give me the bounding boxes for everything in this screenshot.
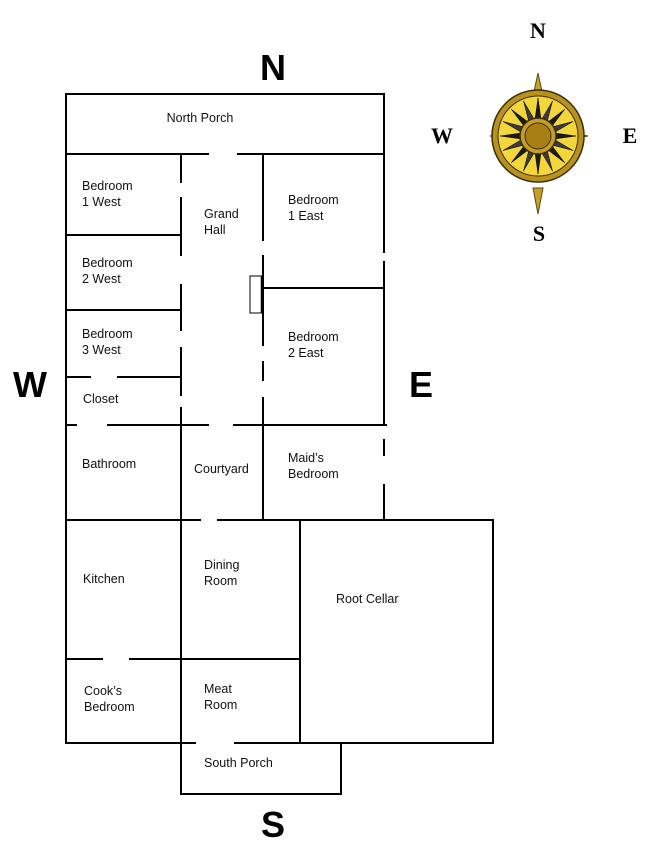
west-label: W — [13, 364, 47, 405]
room-bathroom: Bathroom — [82, 457, 136, 471]
south-label: S — [261, 804, 285, 845]
room-closet: Closet — [83, 392, 119, 406]
north-label: N — [260, 47, 286, 88]
compass-e-label: E — [623, 123, 638, 148]
east-label: E — [409, 364, 433, 405]
compass-w-label: W — [431, 123, 453, 148]
compass-n-label: N — [530, 18, 546, 43]
fireplace-box — [249, 275, 263, 314]
room-north-porch: North Porch — [167, 111, 234, 125]
room-root-cellar: Root Cellar — [336, 592, 399, 606]
room-courtyard: Courtyard — [194, 462, 249, 476]
room-south-porch: South Porch — [204, 756, 273, 770]
compass-south-arrow — [532, 187, 544, 215]
room-kitchen: Kitchen — [83, 572, 125, 586]
walls — [65, 93, 494, 795]
compass-s-label: S — [533, 221, 545, 246]
compass-rose — [489, 72, 589, 215]
compass-center — [524, 122, 552, 150]
